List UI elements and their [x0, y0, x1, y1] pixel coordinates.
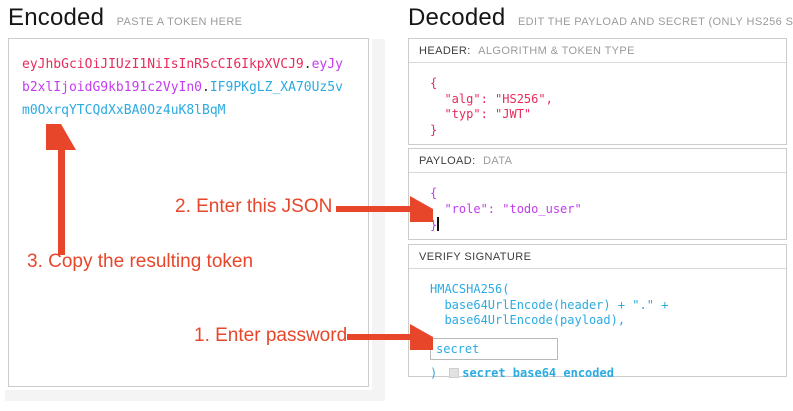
verify-section-title: VERIFY SIGNATURE: [409, 245, 786, 269]
token-segment: .: [202, 80, 210, 95]
token-segment: eyJhbGciOiJIUzI1NiIsInR5cCI6IkpXVCJ9: [22, 57, 304, 72]
payload-json-editor[interactable]: { "role": "todo_user" }: [409, 173, 786, 234]
header-section-title: HEADER: ALGORITHM & TOKEN TYPE: [409, 39, 786, 63]
token-segment: .: [303, 57, 312, 72]
decoded-heading: Decoded: [408, 4, 506, 31]
decoded-subtitle: EDIT THE PAYLOAD AND SECRET (ONLY HS256 …: [517, 16, 793, 28]
encoded-token-textarea[interactable]: eyJhbGciOiJIUzI1NiIsInR5cCI6IkpXVCJ9.eyJ…: [8, 38, 369, 387]
secret-input[interactable]: [430, 337, 558, 360]
header-json-editor[interactable]: { "alg": "HS256", "typ": "JWT" }: [409, 63, 786, 138]
base64-encoded-checkbox-label[interactable]: secret base64 encoded: [462, 365, 614, 380]
payload-json: { "role": "todo_user" }: [430, 186, 582, 232]
header-json: { "alg": "HS256", "typ": "JWT" }: [430, 76, 553, 137]
step3-arrow-head: [46, 124, 76, 150]
encoded-column-title: Encoded PASTE A TOKEN HERE: [8, 4, 242, 32]
annotation-step1: 1. Enter password: [194, 325, 348, 346]
payload-section-title: PAYLOAD: DATA: [409, 149, 786, 173]
closing-paren: ): [430, 365, 438, 380]
verify-label: VERIFY SIGNATURE: [419, 251, 532, 263]
payload-label-description: DATA: [483, 155, 513, 167]
payload-label: PAYLOAD:: [419, 155, 476, 167]
encoded-subtitle: PASTE A TOKEN HERE: [116, 16, 243, 28]
header-label-description: ALGORITHM & TOKEN TYPE: [478, 45, 635, 57]
horizontal-scrollbar[interactable]: [5, 390, 385, 401]
step2-arrow-shaft: [336, 206, 411, 212]
annotation-step3: 3. Copy the resulting token: [27, 251, 254, 272]
token-segment: eyJy b2xlIjoidG9kb191c2VyIn0: [22, 57, 343, 95]
step1-arrow-shaft: [347, 334, 411, 340]
header-label: HEADER:: [419, 45, 471, 57]
decoded-column-title: Decoded EDIT THE PAYLOAD AND SECRET (ONL…: [408, 4, 793, 32]
signature-closing-line: ) secret base64 encoded: [430, 366, 776, 382]
token-segment: IF9PKgLZ_XA70Uz5v m0OxrqYTCQdXxBA0Oz4uK8…: [22, 80, 343, 118]
step3-arrow-shaft: [58, 148, 65, 255]
text-cursor: [437, 217, 439, 231]
step1-arrow-head: [410, 324, 433, 350]
base64-encoded-checkbox[interactable]: [449, 368, 460, 379]
signature-formula: HMACSHA256( base64UrlEncode(header) + ".…: [430, 282, 669, 327]
header-section: HEADER: ALGORITHM & TOKEN TYPE { "alg": …: [408, 38, 787, 145]
verify-signature-section: VERIFY SIGNATURE HMACSHA256( base64UrlEn…: [408, 244, 787, 380]
verify-signature-body: HMACSHA256( base64UrlEncode(header) + ".…: [409, 269, 786, 381]
payload-section: PAYLOAD: DATA { "role": "todo_user" }: [408, 148, 787, 240]
annotation-step2: 2. Enter this JSON: [175, 196, 333, 217]
step2-arrow-head: [410, 196, 433, 222]
encoded-heading: Encoded: [8, 4, 105, 31]
vertical-scrollbar[interactable]: [372, 39, 385, 400]
